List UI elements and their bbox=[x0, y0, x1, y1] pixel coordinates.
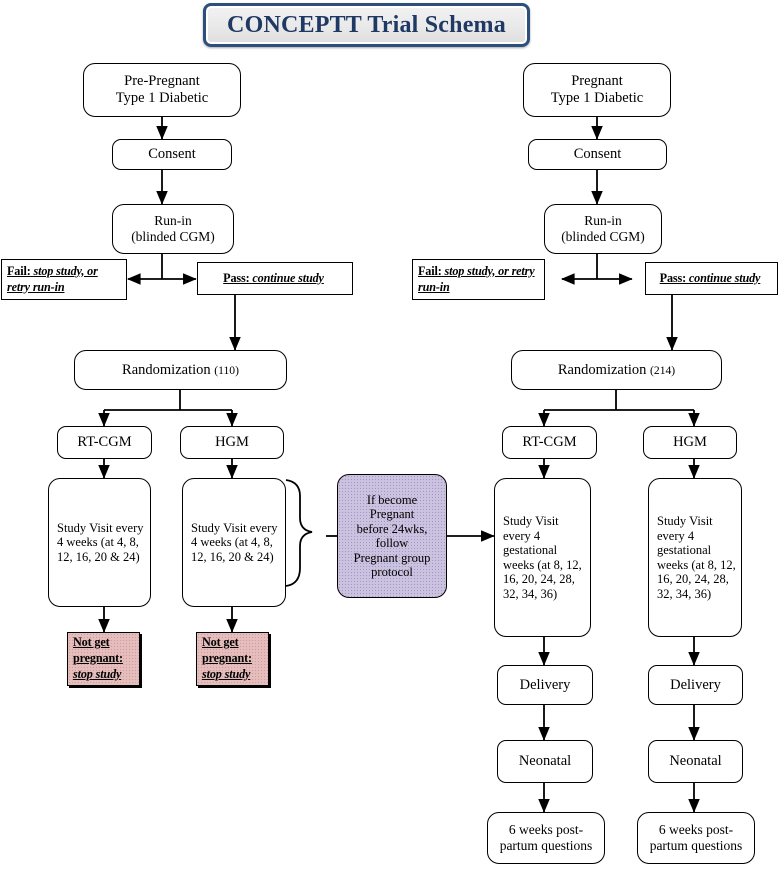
right-pass-label: Pass: bbox=[659, 270, 687, 285]
node-left-group-rtcgm[interactable]: RT-CGM bbox=[57, 426, 152, 459]
node-right-neonatal-rtcgm[interactable]: Neonatal bbox=[497, 740, 593, 783]
left-fail-text: stop study, or retry run-in bbox=[7, 263, 98, 294]
page-title-text: CONCEPTT Trial Schema bbox=[227, 11, 506, 38]
right-postpartum-rtcgm-line2: partum questions bbox=[499, 838, 593, 853]
node-left-outcome-rtcgm[interactable]: Not get pregnant: stop study bbox=[67, 632, 140, 686]
right-delivery-rtcgm-label: Delivery bbox=[519, 676, 571, 693]
bridge-line1: If become bbox=[366, 492, 418, 507]
left-fail-label: Fail: bbox=[7, 263, 31, 278]
right-visit-hgm-text: Study Visit every 4 gestational weeks (a… bbox=[657, 514, 736, 601]
right-visit-rtcgm-text: Study Visit every 4 gestational weeks (a… bbox=[503, 514, 582, 601]
right-fail-text: stop study, or retry run-in bbox=[418, 263, 535, 294]
left-pass-label: Pass: bbox=[223, 270, 250, 285]
bridge-line3: before 24wks, bbox=[356, 521, 428, 536]
node-right-consent[interactable]: Consent bbox=[528, 139, 667, 170]
left-runin-line1: Run-in bbox=[154, 213, 192, 229]
node-right-postpartum-hgm[interactable]: 6 weeks post- partum questions bbox=[637, 812, 755, 864]
node-left-fail[interactable]: Fail: stop study, or retry run-in bbox=[1, 259, 127, 300]
right-pass-text: continue study bbox=[688, 270, 761, 285]
left-visit-rtcgm-text: Study Visit every 4 weeks (at 4, 8, 12, … bbox=[57, 520, 144, 564]
left-outcome-hgm-label: Not get pregnant: bbox=[202, 635, 252, 666]
node-left-consent[interactable]: Consent bbox=[112, 139, 232, 170]
node-right-neonatal-hgm[interactable]: Neonatal bbox=[648, 740, 743, 783]
node-right-runin[interactable]: Run-in (blinded CGM) bbox=[544, 204, 662, 254]
node-right-postpartum-rtcgm[interactable]: 6 weeks post- partum questions bbox=[487, 812, 605, 864]
right-entry-line1: Pregnant bbox=[571, 73, 623, 90]
bridge-line6: protocol bbox=[371, 565, 413, 579]
node-left-entry[interactable]: Pre-Pregnant Type 1 Diabetic bbox=[83, 63, 241, 117]
right-fail-label: Fail: bbox=[418, 263, 442, 278]
right-postpartum-hgm-line2: partum questions bbox=[649, 838, 743, 853]
node-right-delivery-rtcgm[interactable]: Delivery bbox=[497, 665, 593, 705]
right-runin-line2: (blinded CGM) bbox=[561, 229, 645, 244]
node-bridge-pregnant-protocol[interactable]: If become Pregnant before 24wks, follow … bbox=[337, 474, 447, 598]
node-left-randomization[interactable]: Randomization (110) bbox=[74, 350, 287, 390]
node-right-group-hgm[interactable]: HGM bbox=[643, 426, 737, 459]
left-pass-text: continue study bbox=[252, 270, 324, 285]
left-outcome-rtcgm-label: Not get pregnant: bbox=[73, 635, 123, 666]
left-outcome-rtcgm-text: stop study bbox=[73, 666, 122, 681]
page-title: CONCEPTT Trial Schema bbox=[203, 3, 530, 47]
bridge-line5: Pregnant group bbox=[353, 550, 431, 565]
left-outcome-hgm-text: stop study bbox=[202, 666, 251, 681]
node-right-visit-rtcgm[interactable]: Study Visit every 4 gestational weeks (a… bbox=[494, 478, 591, 637]
right-consent-label: Consent bbox=[573, 146, 622, 163]
right-delivery-hgm-label: Delivery bbox=[670, 676, 721, 693]
left-group-hgm-label: HGM bbox=[215, 434, 249, 451]
node-left-pass[interactable]: Pass: continue study bbox=[197, 262, 353, 295]
bridge-line2: Pregnant bbox=[369, 507, 415, 521]
left-runin-line2: (blinded CGM) bbox=[131, 229, 215, 244]
right-neonatal-hgm-label: Neonatal bbox=[669, 753, 722, 770]
node-right-delivery-hgm[interactable]: Delivery bbox=[648, 665, 743, 705]
bridge-line4: follow bbox=[375, 536, 409, 550]
left-entry-line2: Type 1 Diabetic bbox=[115, 90, 209, 106]
left-consent-label: Consent bbox=[148, 146, 196, 163]
node-right-fail[interactable]: Fail: stop study, or retry run-in bbox=[412, 259, 545, 300]
right-randomization-label: Randomization bbox=[557, 361, 647, 378]
node-left-visit-rtcgm[interactable]: Study Visit every 4 weeks (at 4, 8, 12, … bbox=[48, 478, 151, 607]
node-right-randomization[interactable]: Randomization (214) bbox=[511, 350, 722, 390]
node-left-runin[interactable]: Run-in (blinded CGM) bbox=[112, 204, 234, 254]
right-runin-line1: Run-in bbox=[584, 213, 622, 229]
node-right-visit-hgm[interactable]: Study Visit every 4 gestational weeks (a… bbox=[648, 478, 742, 637]
right-neonatal-rtcgm-label: Neonatal bbox=[518, 753, 572, 770]
right-postpartum-rtcgm-line1: 6 weeks post- bbox=[508, 822, 584, 838]
left-randomization-label: Randomization bbox=[122, 361, 211, 378]
node-left-outcome-hgm[interactable]: Not get pregnant: stop study bbox=[196, 632, 269, 686]
left-group-rtcgm-label: RT-CGM bbox=[77, 434, 132, 451]
node-right-entry[interactable]: Pregnant Type 1 Diabetic bbox=[523, 63, 671, 117]
node-right-group-rtcgm[interactable]: RT-CGM bbox=[502, 426, 597, 459]
left-randomization-count: (110) bbox=[214, 363, 239, 377]
node-right-pass[interactable]: Pass: continue study bbox=[645, 262, 778, 295]
node-left-group-hgm[interactable]: HGM bbox=[180, 426, 284, 459]
node-left-visit-hgm[interactable]: Study Visit every 4 weeks (at 4, 8, 12, … bbox=[182, 478, 286, 607]
right-randomization-count: (214) bbox=[650, 363, 676, 377]
right-group-hgm-label: HGM bbox=[673, 434, 707, 451]
right-postpartum-hgm-line1: 6 weeks post- bbox=[658, 822, 734, 838]
right-entry-line2: Type 1 Diabetic bbox=[550, 90, 644, 106]
left-entry-line1: Pre-Pregnant bbox=[124, 73, 200, 90]
left-visit-hgm-text: Study Visit every 4 weeks (at 4, 8, 12, … bbox=[191, 520, 278, 564]
right-group-rtcgm-label: RT-CGM bbox=[522, 434, 577, 451]
